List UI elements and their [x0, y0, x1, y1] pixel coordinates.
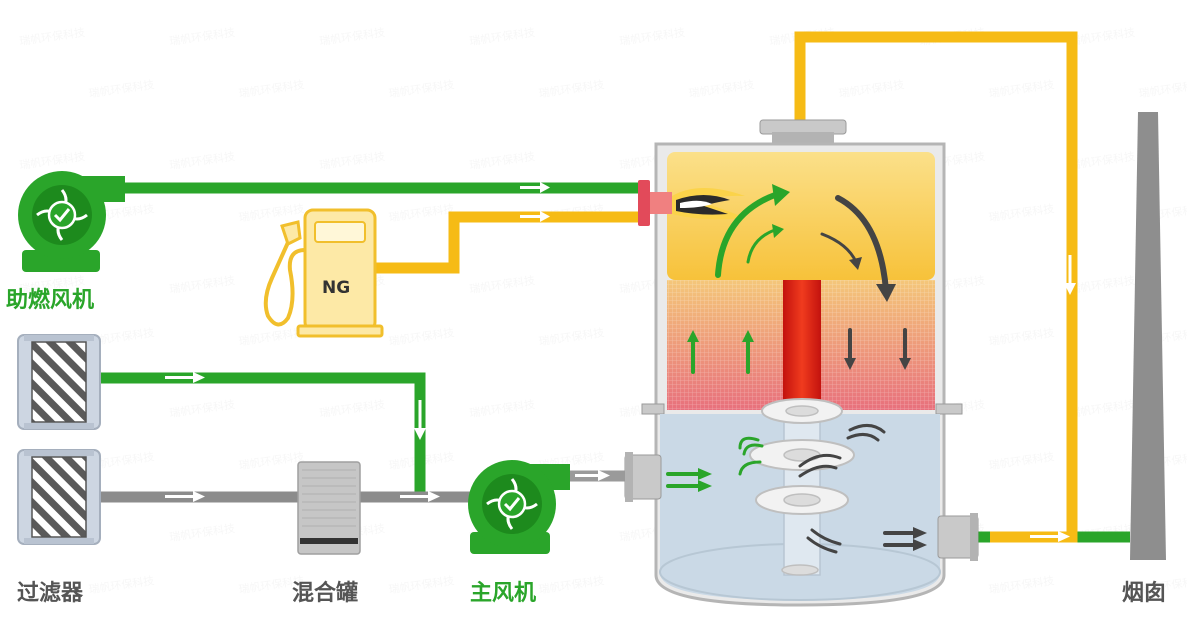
- oxidizer-vessel: [624, 119, 979, 607]
- mixing-tank-label: 混合罐: [292, 581, 359, 606]
- watermark-text: 瑞帆环保科技: [168, 521, 235, 544]
- watermark-text: 瑞帆环保科技: [88, 77, 155, 100]
- watermark-text: 瑞帆环保科技: [1068, 149, 1135, 172]
- flow-arrows: [165, 182, 1076, 542]
- watermark-text: 瑞帆环保科技: [388, 573, 455, 596]
- flow-arrow: [520, 211, 550, 222]
- main-fan[interactable]: [468, 460, 570, 554]
- watermark-text: 瑞帆环保科技: [988, 449, 1055, 472]
- check-icon: [53, 208, 71, 223]
- flow-arrow: [520, 182, 550, 193]
- watermark-layer: 瑞帆环保科技瑞帆环保科技瑞帆环保科技瑞帆环保科技瑞帆环保科技瑞帆环保科技瑞帆环保…: [18, 25, 1187, 596]
- flow-arrow: [414, 400, 426, 440]
- watermark-text: 瑞帆环保科技: [238, 325, 305, 348]
- watermark-text: 瑞帆环保科技: [168, 149, 235, 172]
- filter-2[interactable]: [17, 449, 101, 545]
- watermark-text: 瑞帆环保科技: [388, 77, 455, 100]
- ng-dispenser: [263, 208, 384, 338]
- watermark-text: 瑞帆环保科技: [318, 397, 385, 420]
- fuel-nozzle-hose: [263, 237, 306, 327]
- main-fan-label: 主风机: [470, 581, 537, 606]
- watermark-text: 瑞帆环保科技: [688, 77, 755, 100]
- watermark-text: 瑞帆环保科技: [468, 397, 535, 420]
- fan-check-icon: [47, 200, 77, 230]
- watermark-text: 瑞帆环保科技: [538, 573, 605, 596]
- watermark-text: 瑞帆环保科技: [538, 325, 605, 348]
- flow-arrow: [400, 491, 440, 502]
- watermark-text: 瑞帆环保科技: [1068, 397, 1135, 420]
- flow-arrow: [1064, 255, 1076, 295]
- combustion-fan-label: 助燃风机: [6, 288, 95, 313]
- ng-label: NG: [322, 278, 351, 298]
- watermark-text: 瑞帆环保科技: [468, 149, 535, 172]
- fan-check-icon: [497, 489, 527, 519]
- watermark-text: 瑞帆环保科技: [238, 449, 305, 472]
- watermark-text: 瑞帆环保科技: [538, 77, 605, 100]
- watermark-text: 瑞帆环保科技: [468, 273, 535, 296]
- filter-label: 过滤器: [17, 581, 84, 606]
- watermark-text: 瑞帆环保科技: [468, 25, 535, 48]
- watermark-text: 瑞帆环保科技: [238, 77, 305, 100]
- watermark-text: 瑞帆环保科技: [388, 201, 455, 224]
- watermark-text: 瑞帆环保科技: [1068, 273, 1135, 296]
- watermark-text: 瑞帆环保科技: [988, 325, 1055, 348]
- watermark-text: 瑞帆环保科技: [168, 273, 235, 296]
- watermark-text: 瑞帆环保科技: [238, 201, 305, 224]
- watermark-text: 瑞帆环保科技: [388, 325, 455, 348]
- watermark-text: 瑞帆环保科技: [838, 77, 905, 100]
- burner-flame-icon: [672, 188, 745, 220]
- filter-1[interactable]: [17, 334, 101, 430]
- burner: [638, 180, 650, 226]
- chimney-label: 烟囱: [1122, 581, 1167, 606]
- heater-column: [783, 280, 821, 400]
- watermark-text: 瑞帆环保科技: [618, 25, 685, 48]
- fuel-nozzle-icon: [280, 220, 302, 247]
- filter-green-pipe: [98, 372, 426, 497]
- watermark-text: 瑞帆环保科技: [318, 149, 385, 172]
- combustion-fan[interactable]: [18, 171, 125, 272]
- check-icon: [503, 497, 521, 512]
- mixing-tank[interactable]: [297, 461, 361, 555]
- watermark-text: 瑞帆环保科技: [988, 201, 1055, 224]
- flow-arrow: [165, 372, 205, 383]
- watermark-text: 瑞帆环保科技: [1138, 77, 1187, 100]
- watermark-text: 瑞帆环保科技: [988, 573, 1055, 596]
- watermark-text: 瑞帆环保科技: [318, 25, 385, 48]
- watermark-text: 瑞帆环保科技: [18, 149, 85, 172]
- flow-arrow: [165, 491, 205, 502]
- flow-arrow: [575, 470, 610, 481]
- watermark-text: 瑞帆环保科技: [88, 573, 155, 596]
- watermark-text: 瑞帆环保科技: [18, 25, 85, 48]
- watermark-text: 瑞帆环保科技: [1068, 25, 1135, 48]
- internal-flow-arrows: [666, 184, 927, 554]
- chimney: [1130, 112, 1166, 560]
- watermark-text: 瑞帆环保科技: [168, 397, 235, 420]
- watermark-text: 瑞帆环保科技: [988, 77, 1055, 100]
- watermark-text: 瑞帆环保科技: [168, 25, 235, 48]
- ng-pipe: [352, 211, 640, 274]
- flow-arrow: [1030, 531, 1070, 542]
